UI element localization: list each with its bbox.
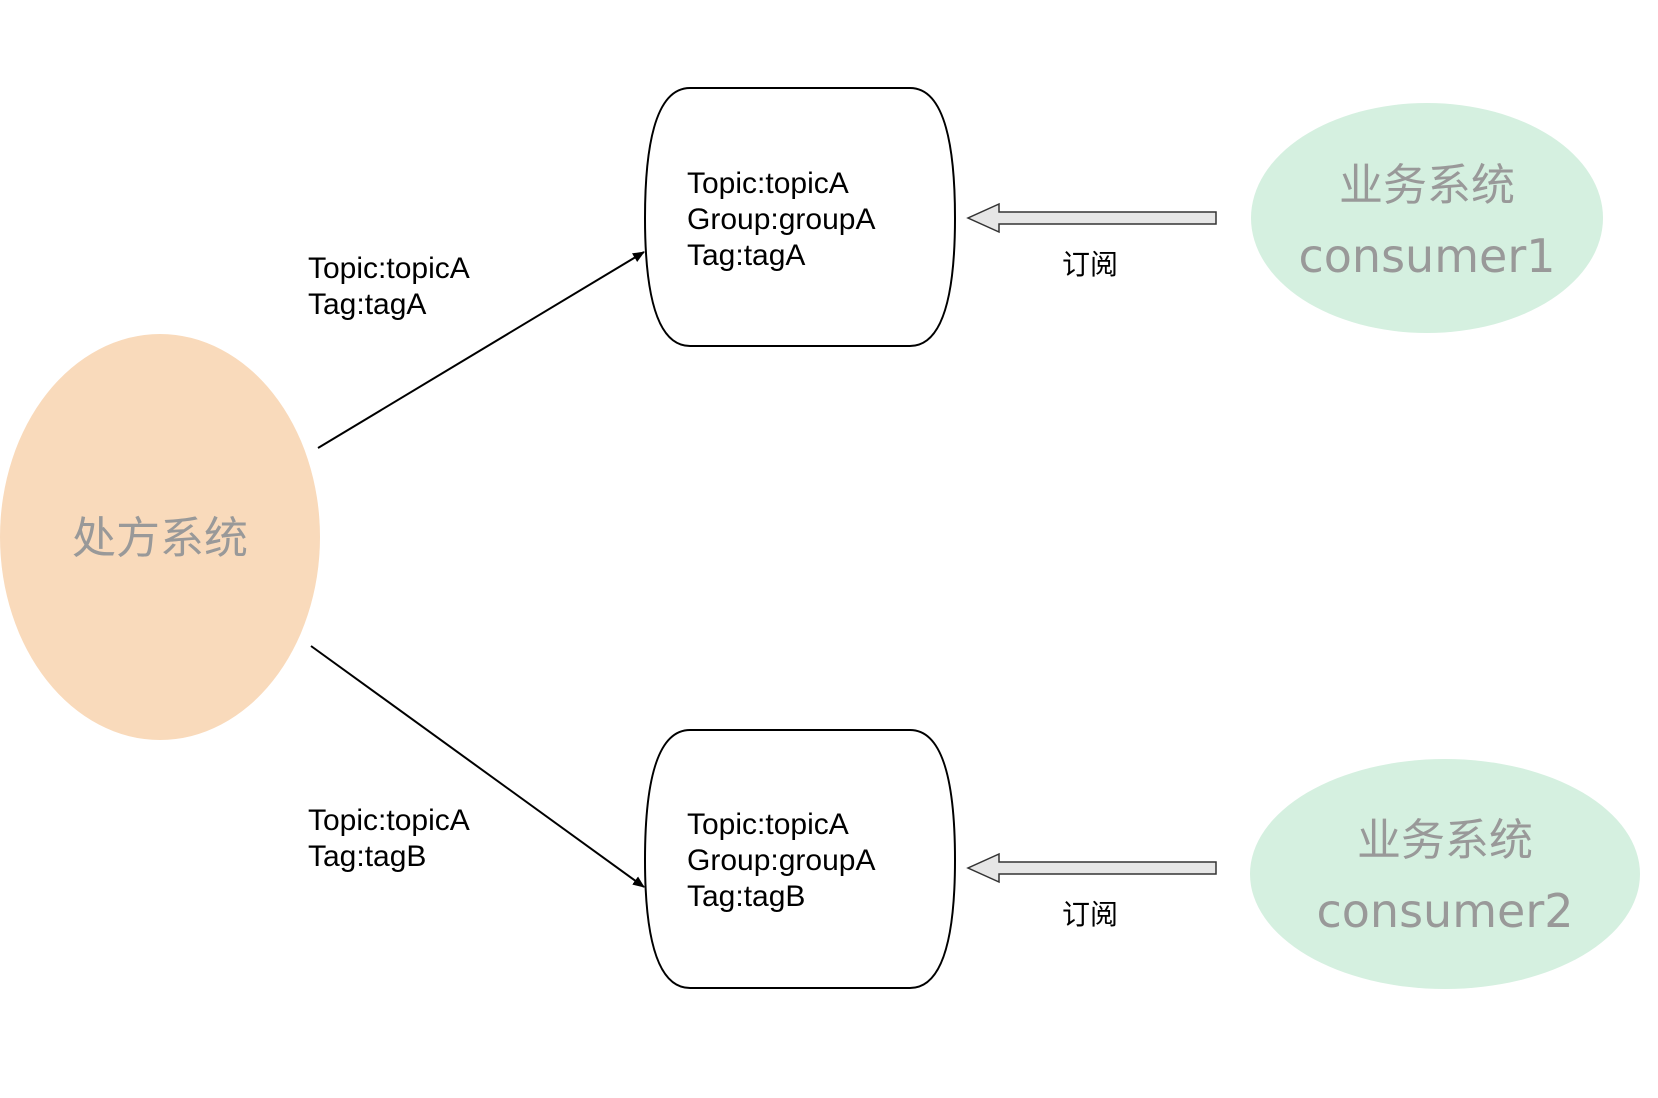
consumer-node-1[interactable]: 业务系统 consumer1 (1251, 103, 1603, 333)
queue-b-group: Group:groupA (687, 844, 875, 877)
queue-a-group: Group:groupA (687, 203, 875, 236)
queue-shape-a (643, 87, 957, 347)
subscribe-arrow-b: 订阅 (966, 852, 1217, 931)
edge-label-b-topic: Topic:topicA (308, 804, 470, 837)
edge-to-queue-a: Topic:topicA Tag:tagA (308, 251, 645, 449)
producer-label: 处方系统 (72, 513, 248, 564)
producer-ellipse (0, 334, 320, 740)
edge-label-b-tag: Tag:tagB (308, 840, 426, 873)
consumer-1-label-line1: 业务系统 (1339, 160, 1515, 211)
consumer-node-2[interactable]: 业务系统 consumer2 (1250, 759, 1640, 989)
queue-node-a[interactable]: Topic:topicA Group:groupA Tag:tagA (643, 87, 957, 347)
queue-a-topic: Topic:topicA (687, 167, 849, 200)
queue-shape-b (643, 729, 957, 989)
consumer-2-label-line1: 业务系统 (1357, 815, 1533, 866)
queue-b-tag: Tag:tagB (687, 880, 805, 913)
subscribe-label-a: 订阅 (1062, 248, 1118, 281)
subscribe-arrow-shape-b (966, 852, 1217, 884)
edge-line-b (310, 645, 645, 888)
edge-label-a-tag: Tag:tagA (308, 288, 426, 321)
queue-a-tag: Tag:tagA (687, 239, 805, 272)
subscribe-arrow-a: 订阅 (966, 202, 1217, 281)
edge-line-a (317, 251, 645, 449)
consumer-ellipse-1 (1251, 103, 1603, 333)
queue-b-topic: Topic:topicA (687, 808, 849, 841)
consumer-2-label-line2: consumer2 (1317, 884, 1574, 938)
subscribe-arrow-shape-a (966, 202, 1217, 234)
edge-label-a-topic: Topic:topicA (308, 252, 470, 285)
queue-node-b[interactable]: Topic:topicA Group:groupA Tag:tagB (643, 729, 957, 989)
producer-node[interactable]: 处方系统 (0, 334, 320, 740)
edge-to-queue-b: Topic:topicA Tag:tagB (308, 645, 645, 888)
consumer-ellipse-2 (1250, 759, 1640, 989)
consumer-1-label-line2: consumer1 (1299, 229, 1556, 283)
subscribe-label-b: 订阅 (1062, 898, 1118, 931)
